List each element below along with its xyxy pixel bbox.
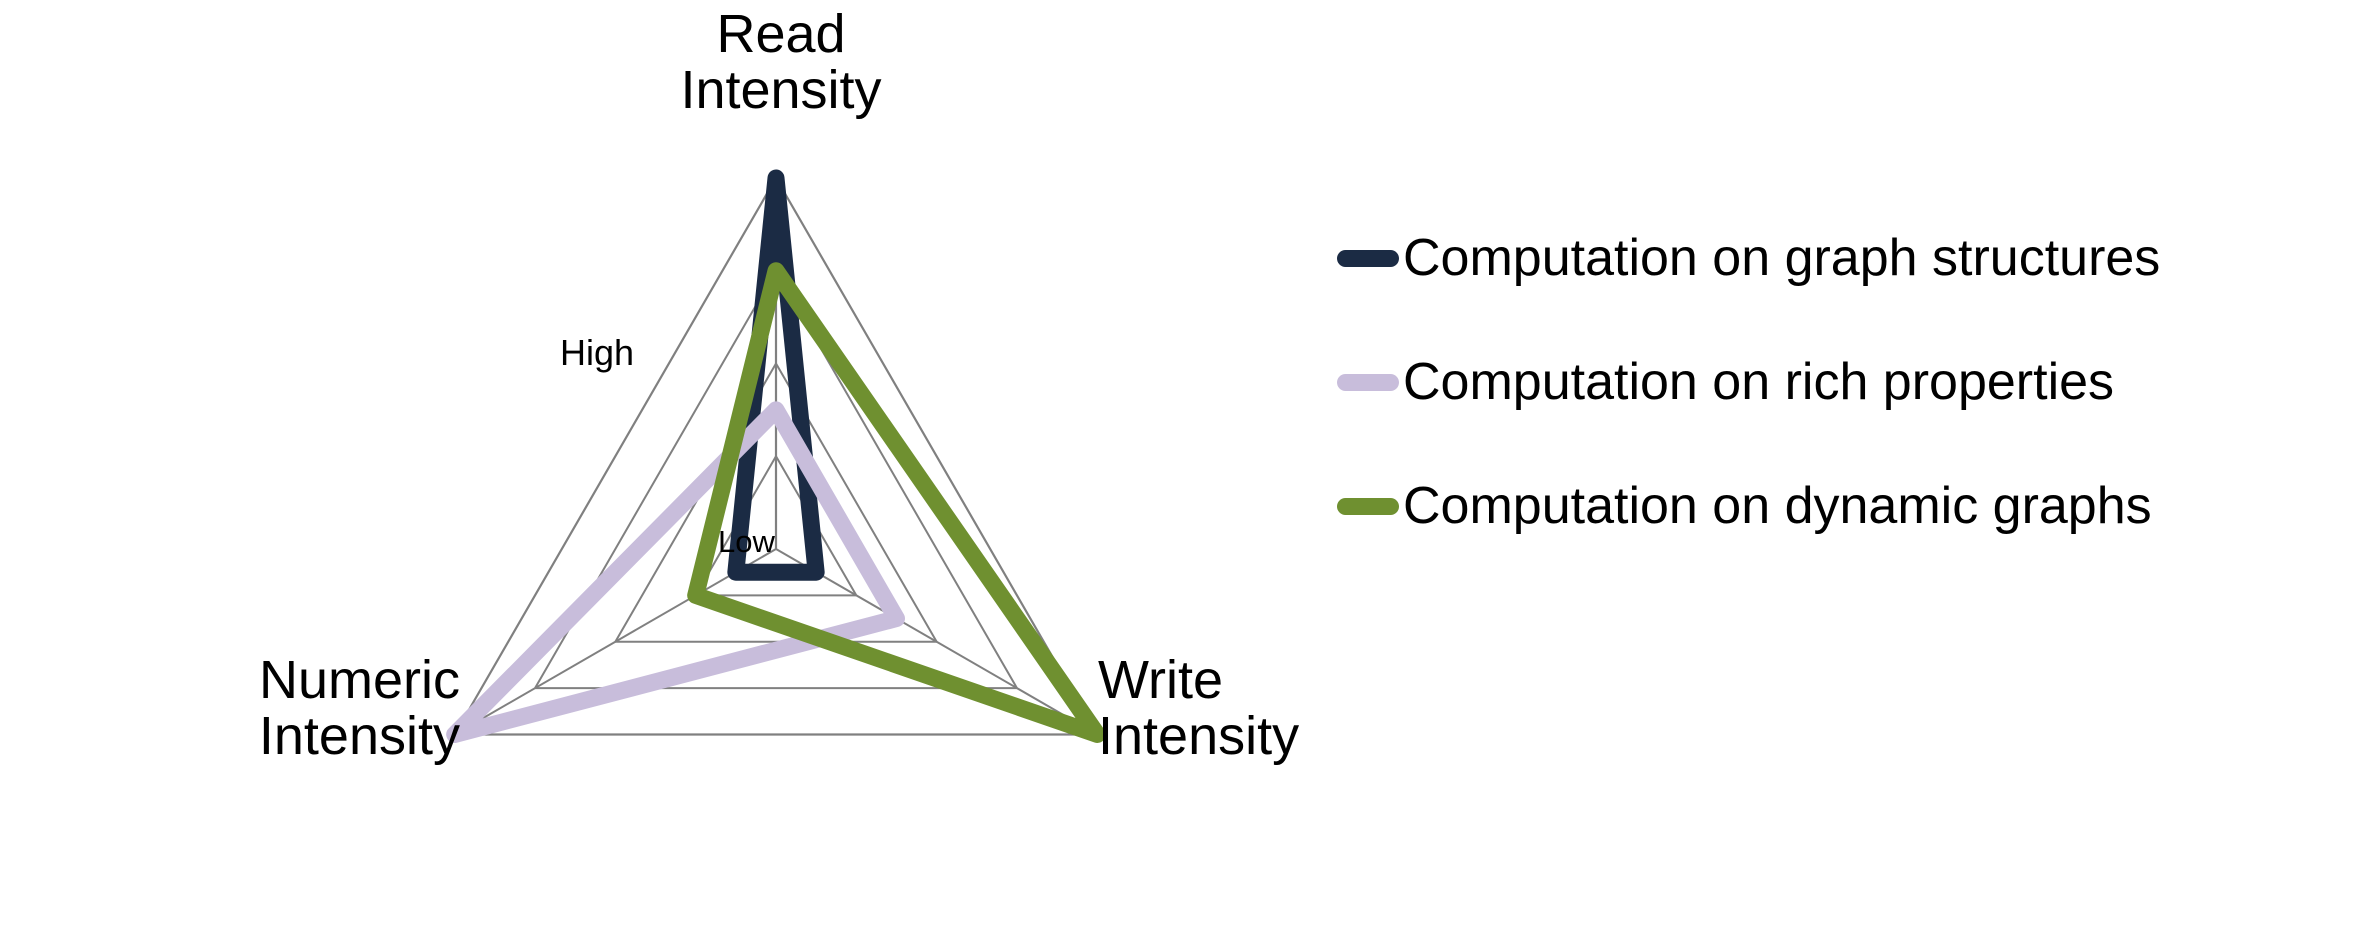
legend-item-2[interactable]: Computation on dynamic graphs (1337, 444, 2347, 568)
scale-label-high: High (560, 332, 635, 373)
legend-item-label: Computation on graph structures (1403, 229, 2161, 287)
series-polygon-2 (687, 262, 1106, 743)
legend-item-1[interactable]: Computation on rich properties (1337, 320, 2347, 444)
scale-label-low: Low (718, 524, 775, 559)
axis-spoke-numeric-intensity (454, 548, 777, 736)
grid-ring-4 (452, 175, 1100, 736)
axis-label-read-intensity: Read Intensity (680, 4, 882, 121)
legend-item-label: Computation on rich properties (1403, 353, 2115, 411)
radar-chart-canvas (446, 169, 1106, 743)
axis-label-numeric-intensity: Numeric Intensity (258, 650, 460, 767)
series-polygon-1 (446, 401, 905, 743)
legend-swatch-icon (1337, 249, 1399, 267)
legend-item-0[interactable]: Computation on graph structures (1337, 196, 2347, 320)
radar-series (446, 169, 1106, 743)
axis-spoke-write-intensity (775, 548, 1098, 736)
axis-label-write-intensity: Write Intensity (1098, 650, 1300, 767)
legend-swatch-icon (1337, 497, 1399, 515)
legend-item-label: Computation on dynamic graphs (1403, 477, 2152, 535)
grid-ring-3 (533, 268, 1019, 690)
legend-swatch-icon (1337, 373, 1399, 391)
